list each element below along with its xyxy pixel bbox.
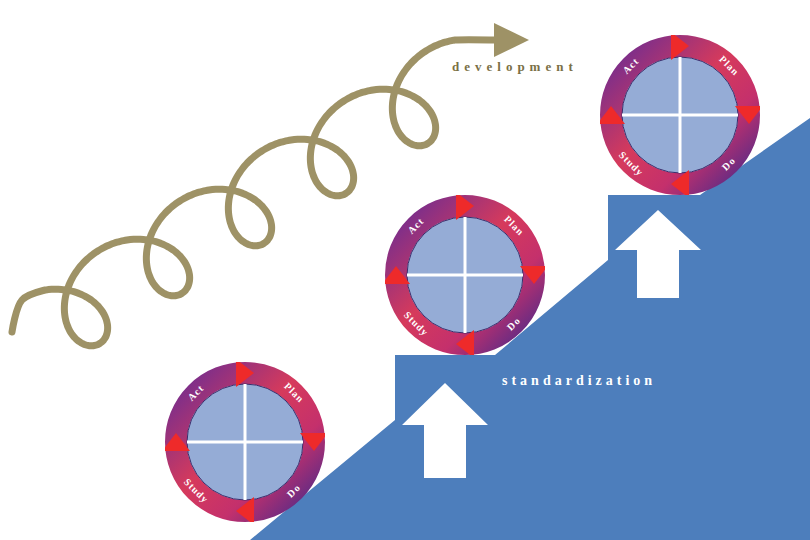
cycle-arrowhead — [456, 195, 474, 220]
wheel-ring — [611, 46, 749, 184]
wheel-divider — [679, 57, 682, 173]
development-label: development — [452, 60, 578, 73]
cycle-arrowhead — [165, 433, 190, 451]
cycle-arrowhead — [236, 497, 254, 522]
standardization-label: standardization — [502, 374, 656, 388]
wheel-graphic — [165, 362, 325, 522]
wheel-graphic — [385, 195, 545, 355]
pdsa-wheel: ActPlanStudyDo — [600, 35, 760, 195]
wheel-graphic — [600, 35, 760, 195]
cycle-arrowhead — [600, 106, 625, 124]
spiral-arrowhead — [494, 23, 529, 57]
cycle-arrowhead — [520, 266, 545, 284]
wheel-disc — [187, 384, 303, 500]
cycle-arrowhead — [385, 266, 410, 284]
cycle-arrowhead — [671, 170, 689, 195]
wheel-ring — [396, 206, 534, 344]
up-arrow — [615, 210, 701, 298]
cycle-arrowhead — [300, 433, 325, 451]
up-arrow — [402, 383, 488, 478]
cycle-arrowhead — [456, 330, 474, 355]
pdsa-wheel: ActPlanStudyDo — [385, 195, 545, 355]
wheel-disc — [407, 217, 523, 333]
wheel-divider — [464, 217, 467, 333]
pdsa-wheel: ActPlanStudyDo — [165, 362, 325, 522]
wheel-disc — [622, 57, 738, 173]
cycle-arrowhead — [671, 35, 689, 60]
slope — [250, 118, 810, 540]
wheel-divider — [244, 384, 247, 500]
cycle-arrowhead — [236, 362, 254, 387]
cycle-arrowhead — [735, 106, 760, 124]
wheel-ring — [176, 373, 314, 511]
